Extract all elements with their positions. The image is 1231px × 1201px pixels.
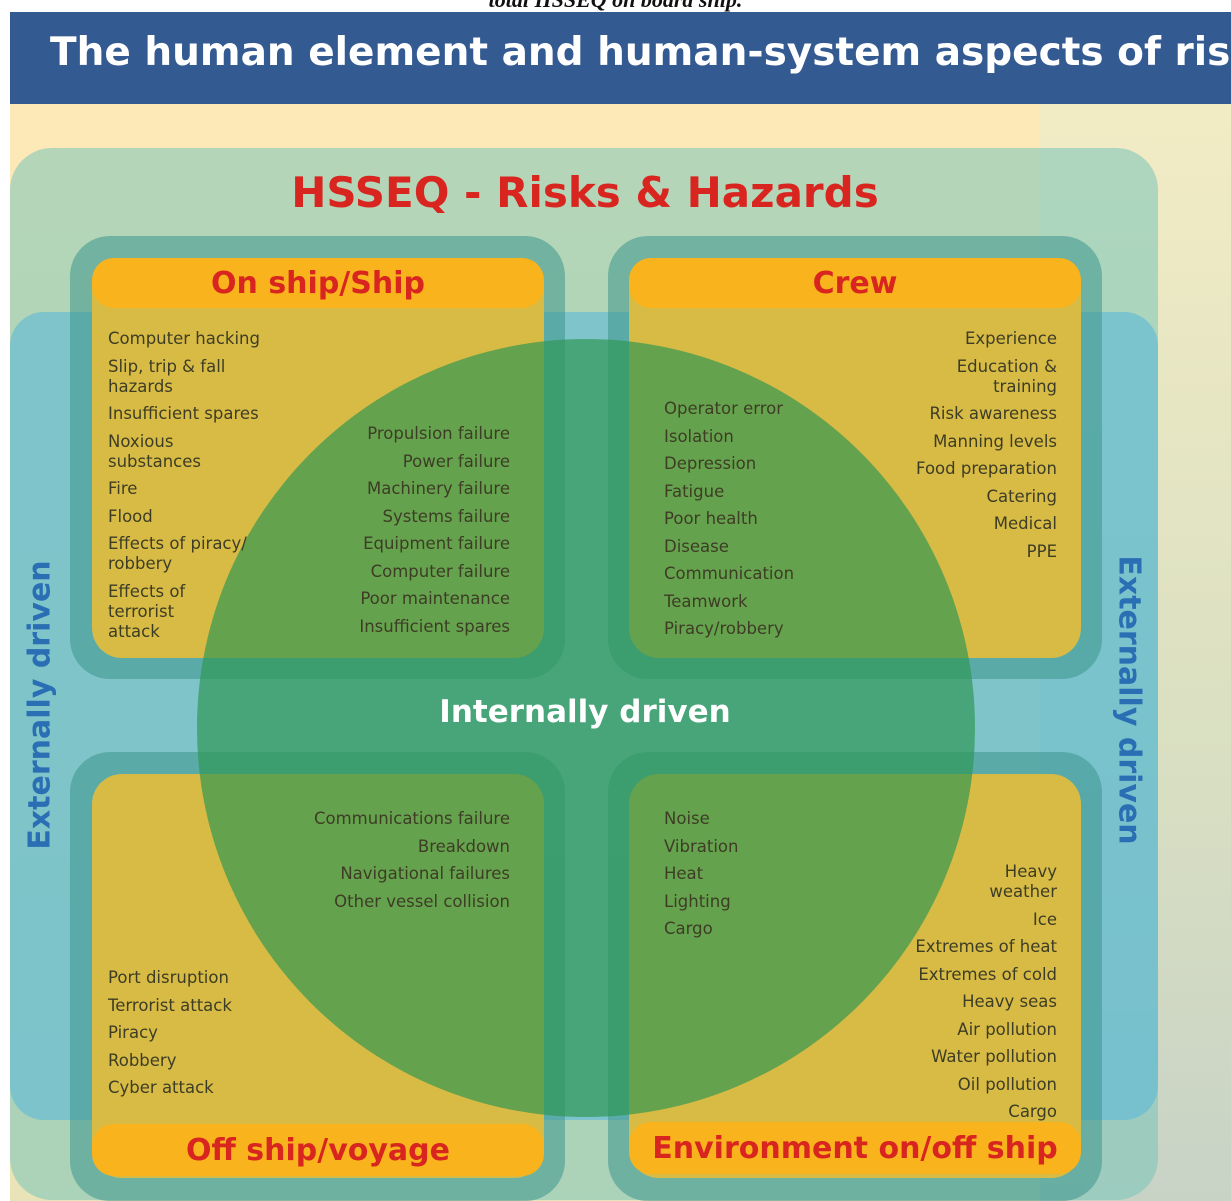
list-item: Navigational failures: [340, 864, 510, 883]
list-item: Effects of piracy/robbery: [108, 534, 247, 573]
list-item: Ice: [1032, 909, 1057, 929]
list-item: Propulsion failure: [367, 424, 510, 443]
list-item: Food preparation: [916, 459, 1057, 478]
external-label-left: Externally driven: [22, 560, 58, 850]
list-item: Medical: [993, 514, 1057, 533]
quadrant-title-crew: Crew: [629, 258, 1081, 308]
list-item: Disease: [664, 536, 729, 556]
list-item: Poor health: [664, 509, 758, 528]
list-item: Education &training: [956, 356, 1057, 396]
list-item: Systems failure: [382, 506, 511, 526]
diagram-heading: HSSEQ - Risks & Hazards: [291, 168, 879, 217]
list-item: Robbery: [108, 1050, 177, 1070]
list-item: Insufficient spares: [108, 404, 259, 423]
list-item: Power failure: [402, 451, 510, 471]
list-item: Communications failure: [313, 809, 510, 828]
list-item: Machinery failure: [367, 479, 510, 498]
list-item: Teamwork: [664, 591, 748, 611]
list-item: Computer failure: [370, 561, 510, 581]
list-item: Insufficient spares: [359, 616, 510, 636]
internal-circle: [197, 339, 975, 1117]
list-item: Isolation: [664, 426, 734, 446]
quadrant-title-voyage: Off ship/voyage: [92, 1124, 544, 1176]
quadrant-title-environment: Environment on/off ship: [629, 1122, 1081, 1174]
list-item: Fatigue: [664, 481, 725, 501]
list-item: Breakdown: [417, 836, 510, 856]
list-item: Cyber attack: [108, 1078, 214, 1097]
list-item: Computer hacking: [108, 329, 260, 348]
list-item: Heat: [664, 864, 704, 883]
list-item: Vibration: [664, 836, 739, 856]
list-item: Lighting: [664, 891, 731, 911]
list-item: Cargo: [664, 919, 713, 938]
figure-caption: total HSSEQ on board ship.: [0, 0, 1231, 13]
list-item: Water pollution: [931, 1047, 1057, 1066]
list-item: Air pollution: [957, 1019, 1057, 1039]
list-item: Extremes of heat: [915, 937, 1057, 956]
list-item: Port disruption: [108, 968, 229, 987]
poster-title: The human element and human-system aspec…: [50, 30, 1231, 75]
list-item: Extremes of cold: [918, 964, 1057, 984]
list-item: PPE: [1026, 541, 1057, 561]
list-item: Other vessel collision: [334, 891, 510, 911]
list-item: Manning levels: [933, 431, 1057, 451]
list-item: Heavy seas: [962, 992, 1057, 1011]
list-item: Operator error: [664, 399, 784, 418]
quadrant-title-ship: On ship/Ship: [92, 258, 544, 308]
external-label-right: Externally driven: [1111, 555, 1147, 845]
list-item: Equipment failure: [363, 534, 510, 553]
list-item: Communication: [664, 564, 795, 583]
list-item: Poor maintenance: [360, 589, 510, 608]
list-item: Catering: [986, 486, 1057, 506]
center-label: Internally driven: [439, 694, 731, 730]
list-item: Experience: [964, 329, 1057, 348]
list-item: Risk awareness: [929, 404, 1057, 423]
list-item: Oil pollution: [957, 1074, 1057, 1094]
title-bar: The human element and human-system aspec…: [10, 12, 1231, 104]
list-item: Noise: [664, 809, 710, 828]
list-item: Terrorist attack: [108, 995, 232, 1015]
list-item: Cargo: [1008, 1102, 1057, 1121]
list-item: Depression: [664, 454, 757, 473]
list-item: Fire: [108, 479, 138, 498]
list-item: Piracy/robbery: [664, 619, 784, 638]
list-item: Piracy: [108, 1023, 158, 1042]
list-item: Flood: [108, 506, 153, 526]
